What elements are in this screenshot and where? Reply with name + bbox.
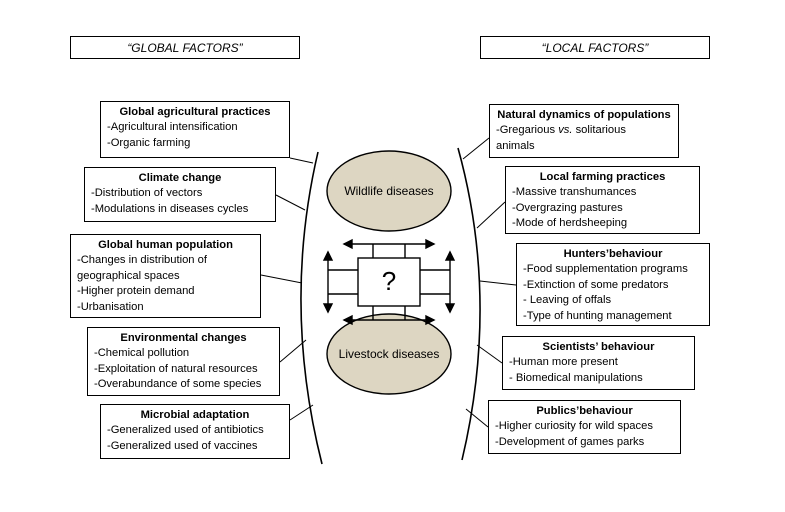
connector-microbial: [289, 404, 314, 421]
question-mark: ?: [381, 266, 397, 296]
factor-item: -Massive transhumances: [512, 186, 637, 199]
factor-item: - Leaving of offals: [523, 294, 612, 307]
factor-item: -Modulations in diseases cycles: [91, 202, 249, 215]
factor-item: -Generalized used of antibiotics: [107, 424, 264, 437]
local-factor-local-farming: Local farming practices -Massive transhu…: [505, 166, 700, 234]
factor-item: -Organic farming: [107, 136, 191, 149]
wildlife-diseases-ellipse: [326, 150, 452, 232]
connector-climate-change: [275, 194, 306, 211]
factor-title: Climate change: [138, 172, 222, 184]
factor-item: -Food supplementation programs: [523, 263, 688, 276]
factor-item: -Type of hunting management: [523, 309, 672, 322]
factor-item: -Higher protein demand: [77, 285, 195, 298]
factor-title: Publics’behaviour: [536, 405, 633, 417]
factor-item: -Extinction of some predators: [523, 278, 669, 291]
factor-item: - Biomedical manipulations: [509, 371, 643, 384]
factor-title: Environmental changes: [120, 332, 247, 344]
left-arrow-bar: [322, 250, 334, 314]
central-cross: [328, 244, 450, 320]
wildlife-diseases-label: Wildlife diseases: [344, 184, 434, 198]
connector-scientists: [476, 344, 503, 364]
factor-item: -Urbanisation: [77, 300, 144, 313]
factor-title: Microbial adaptation: [140, 409, 250, 421]
right-arrow-bar: [444, 250, 456, 314]
global-factor-microbial-adaptation: Microbial adaptation -Generalized used o…: [100, 404, 290, 459]
factor-title: Natural dynamics of populations: [497, 109, 671, 121]
factor-item: -Gregarious vs. solitarious: [496, 124, 626, 137]
bottom-arrow-bar: [342, 314, 436, 326]
factor-item: -Chemical pollution: [94, 347, 190, 360]
connector-local-farming: [476, 201, 506, 229]
connector-human-population: [260, 274, 303, 284]
factor-title: Hunters’behaviour: [563, 248, 663, 260]
local-factor-scientists: Scientists’ behaviour -Human more presen…: [502, 336, 695, 390]
livestock-diseases-ellipse: [326, 313, 452, 395]
local-factor-natural-dynamics: Natural dynamics of populations -Gregari…: [489, 104, 679, 158]
connector-publics: [465, 408, 489, 428]
factor-item: -Higher curiosity for wild spaces: [495, 420, 653, 433]
factor-title: Local farming practices: [539, 171, 666, 183]
factor-item: -Overgrazing pastures: [512, 201, 623, 214]
connector-natural-dynamics: [462, 137, 490, 160]
factor-item: -Agricultural intensification: [107, 121, 238, 134]
connector-hunters: [479, 280, 517, 286]
top-arrow-bar: [342, 238, 436, 250]
local-factors-header: “LOCAL FACTORS”: [480, 36, 710, 59]
global-factor-agricultural-practices: Global agricultural practices -Agricultu…: [100, 101, 290, 158]
local-factor-hunters: Hunters’behaviour -Food supplementation …: [516, 243, 710, 326]
global-factors-header: “GLOBAL FACTORS”: [70, 36, 300, 59]
factor-item: -Mode of herdsheeping: [512, 217, 628, 230]
connector-environmental: [279, 339, 307, 363]
factor-item: -Exploitation of natural resources: [94, 362, 258, 375]
factor-title: Global agricultural practices: [119, 106, 271, 118]
factor-item: animals: [496, 139, 535, 152]
connector-global-agricultural: [289, 157, 314, 164]
left-arc: [300, 151, 323, 465]
factor-item: -Distribution of vectors: [91, 187, 203, 200]
livestock-diseases-label: Livestock diseases: [338, 347, 440, 361]
factor-title: Scientists’ behaviour: [542, 341, 655, 353]
factor-item: geographical spaces: [77, 269, 180, 282]
factor-item: -Human more present: [509, 356, 618, 369]
factor-item: -Overabundance of some species: [94, 378, 262, 391]
global-factor-environmental-changes: Environmental changes -Chemical pollutio…: [87, 327, 280, 396]
factor-item: -Changes in distribution of: [77, 254, 207, 267]
factor-title: Global human population: [98, 239, 233, 251]
right-arc: [457, 147, 481, 461]
factor-item: -Generalized used of vaccines: [107, 439, 258, 452]
global-factor-human-population: Global human population -Changes in dist…: [70, 234, 261, 318]
factor-item: -Development of games parks: [495, 435, 645, 448]
global-factor-climate-change: Climate change -Distribution of vectors …: [84, 167, 276, 222]
local-factor-publics: Publics’behaviour -Higher curiosity for …: [488, 400, 681, 454]
